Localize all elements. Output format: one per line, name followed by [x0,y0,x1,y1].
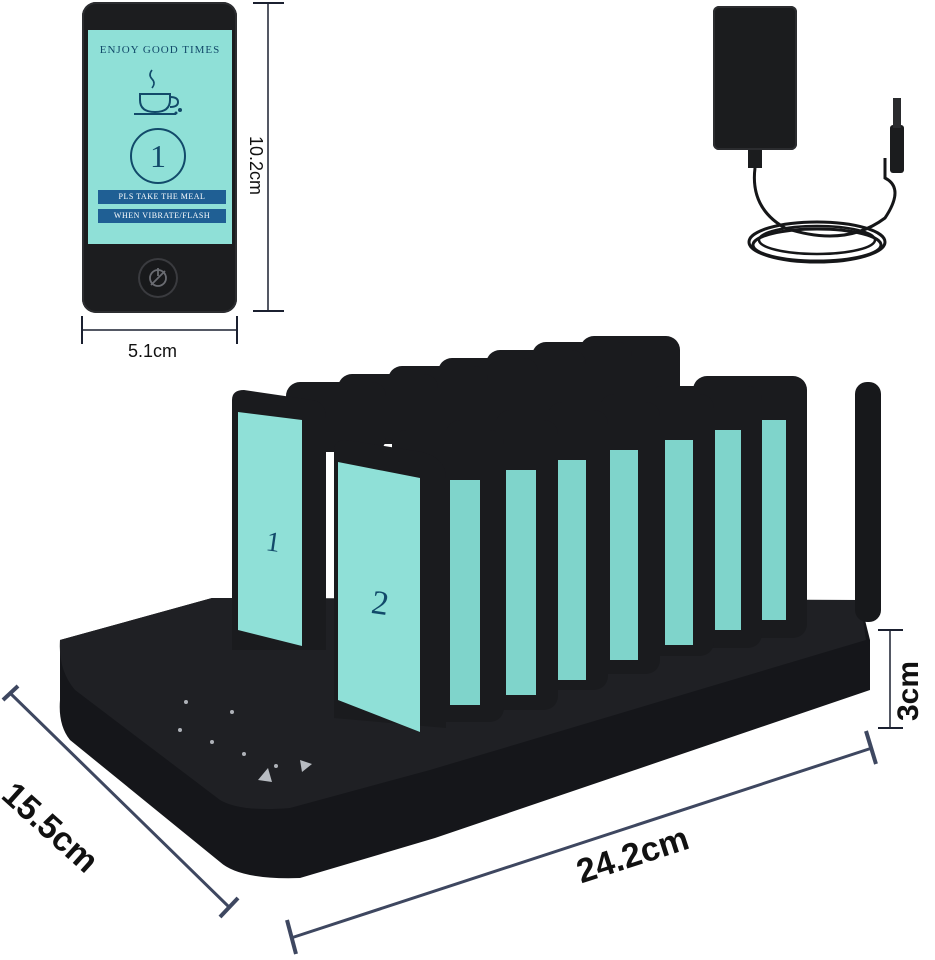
coffee-cup-icon [134,69,182,115]
front-pager-left-number: 1 [263,526,283,559]
pager-band-1: PLS TAKE THE MEAL [98,190,226,204]
adapter-cable [747,98,904,264]
power-adapter [713,6,797,150]
power-off-icon [149,268,167,287]
front-pager-right-number: 2 [369,584,392,624]
pager-number-ring [130,128,186,184]
pager-band-2: WHEN VIBRATE/FLASH [98,209,226,223]
base-height-label: 3cm [892,660,925,721]
pager-width-label: 5.1cm [128,341,178,361]
pager-number: 1 [150,138,166,174]
pager-top-text: ENJOY GOOD TIMES [99,44,221,56]
